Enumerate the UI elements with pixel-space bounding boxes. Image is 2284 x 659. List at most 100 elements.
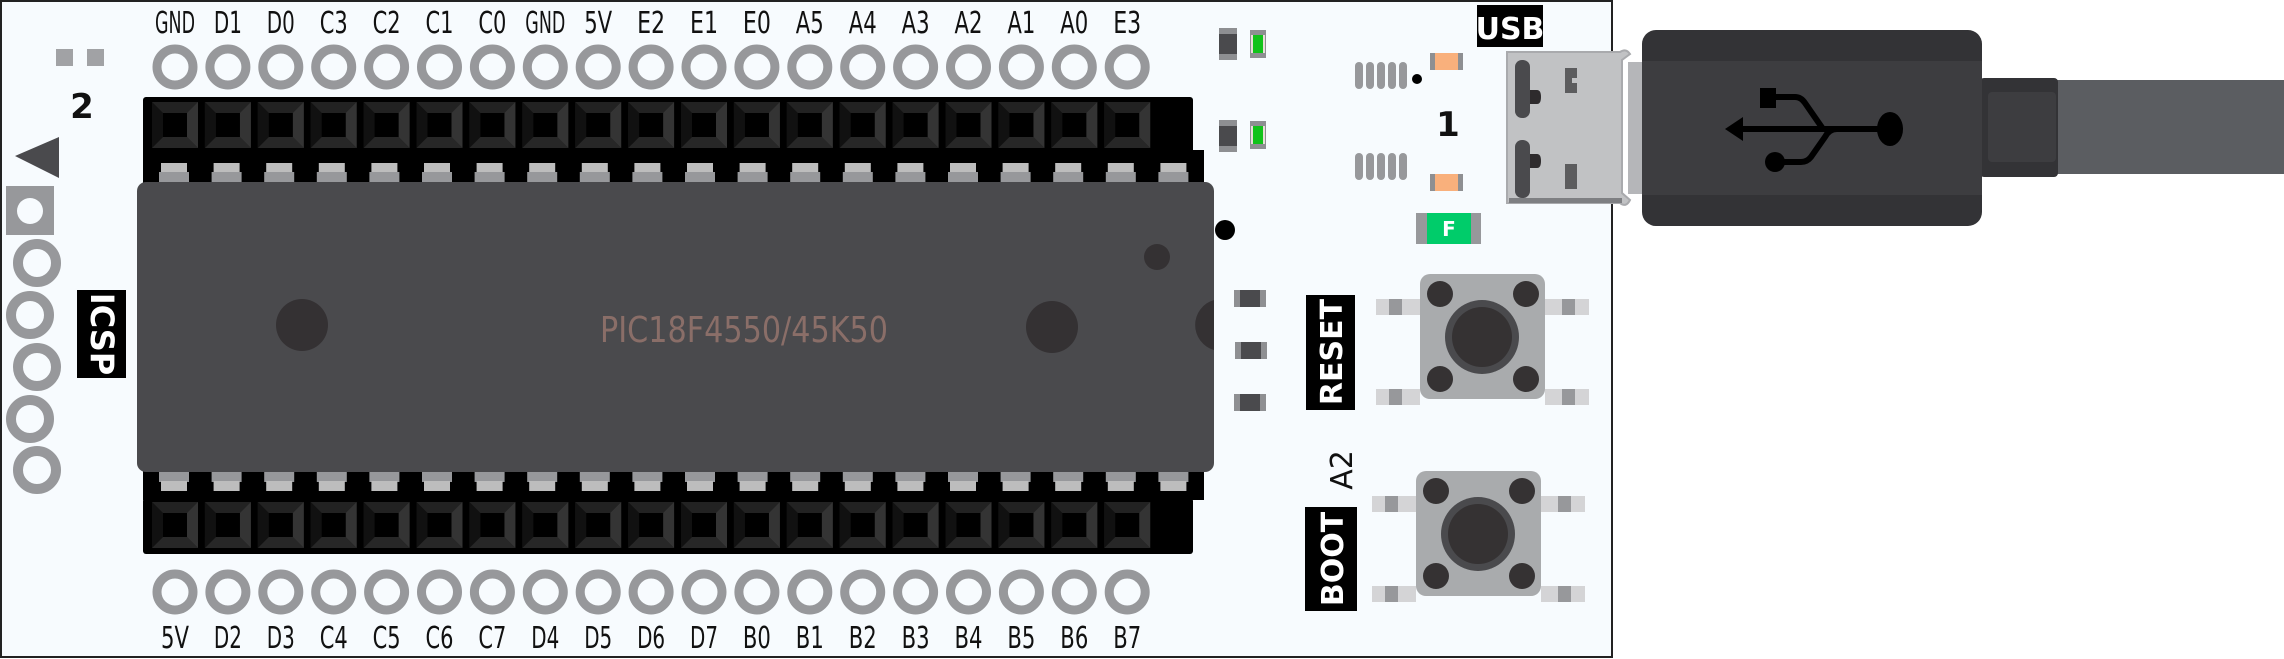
bottom-header-socket[interactable]: [575, 502, 622, 548]
top-header-socket[interactable]: [310, 102, 357, 148]
bottom-header-socket[interactable]: [469, 502, 516, 548]
bottom-pin-pad[interactable]: [258, 569, 304, 615]
top-pin-pad[interactable]: [681, 44, 727, 90]
bottom-pin-pad[interactable]: [734, 569, 780, 615]
bottom-pin-pad[interactable]: [1051, 569, 1097, 615]
bottom-header-socket[interactable]: [839, 502, 886, 548]
bottom-header-socket[interactable]: [892, 502, 939, 548]
top-header-socket[interactable]: [204, 102, 251, 148]
top-pin-pad[interactable]: [311, 44, 357, 90]
top-pin-pad[interactable]: [787, 44, 833, 90]
bottom-pin-label: D6: [637, 621, 665, 656]
top-header-socket[interactable]: [1104, 102, 1151, 148]
top-header-socket[interactable]: [522, 102, 569, 148]
bottom-pin-pad[interactable]: [575, 569, 621, 615]
top-header-socket[interactable]: [575, 102, 622, 148]
chip-leg-bottom: [842, 472, 873, 491]
boot-button[interactable]: [1372, 471, 1585, 602]
top-pin-pad[interactable]: [946, 44, 991, 90]
icsp-pin-pad[interactable]: [13, 239, 61, 287]
bottom-pin-pad[interactable]: [522, 569, 568, 615]
icsp-pin-pad[interactable]: [6, 186, 54, 235]
chip-leg-top: [842, 163, 873, 184]
icsp-header[interactable]: [6, 186, 61, 494]
bottom-header-socket[interactable]: [786, 502, 833, 548]
top-pin-pad[interactable]: [1104, 44, 1150, 90]
bottom-pin-pad[interactable]: [946, 569, 991, 615]
bottom-pin-pad[interactable]: [469, 569, 515, 615]
bottom-pin-pad[interactable]: [998, 569, 1044, 615]
top-header-socket[interactable]: [1051, 102, 1098, 148]
bottom-header-socket[interactable]: [998, 502, 1045, 548]
bottom-header-socket[interactable]: [1051, 502, 1098, 548]
top-header-socket[interactable]: [681, 102, 727, 148]
bottom-pin-pad[interactable]: [628, 569, 674, 615]
top-header-socket[interactable]: [363, 102, 410, 148]
icsp-pin-pad[interactable]: [13, 446, 61, 494]
bottom-header-socket[interactable]: [257, 502, 304, 548]
bottom-female-header[interactable]: [143, 498, 1193, 554]
top-header-socket[interactable]: [257, 102, 304, 148]
usb-plug[interactable]: [1628, 30, 1982, 226]
bottom-header-socket[interactable]: [310, 502, 357, 548]
top-pin-pad[interactable]: [998, 44, 1044, 90]
top-header-socket[interactable]: [839, 102, 886, 148]
icsp-pin-pad[interactable]: [13, 343, 61, 391]
bottom-header-socket[interactable]: [204, 502, 251, 548]
top-pin-label: A5: [796, 6, 824, 41]
top-pin-pad[interactable]: [258, 44, 304, 90]
top-header-socket[interactable]: [416, 102, 463, 148]
bottom-header-socket[interactable]: [945, 502, 992, 548]
top-pin-pad[interactable]: [152, 44, 198, 90]
bottom-header-socket[interactable]: [1104, 502, 1151, 548]
top-header-socket[interactable]: [945, 102, 992, 148]
bottom-header-socket[interactable]: [681, 502, 727, 548]
bottom-header-socket[interactable]: [152, 502, 198, 548]
bottom-pin-pad[interactable]: [893, 569, 939, 615]
bottom-header-socket[interactable]: [628, 502, 675, 548]
top-pin-pad[interactable]: [522, 44, 568, 90]
top-header-socket[interactable]: [786, 102, 833, 148]
top-header-socket[interactable]: [998, 102, 1045, 148]
chip-legs: [143, 150, 1204, 500]
top-pin-pad[interactable]: [840, 44, 886, 90]
bottom-pin-pad[interactable]: [417, 569, 462, 615]
bottom-pin-pad[interactable]: [787, 569, 833, 615]
top-pin-pad[interactable]: [575, 44, 621, 90]
top-header-socket[interactable]: [733, 102, 780, 148]
bottom-pin-pad[interactable]: [681, 569, 727, 615]
icsp-pin-pad[interactable]: [6, 395, 54, 443]
micro-usb-connector[interactable]: [1506, 49, 1632, 206]
bottom-header-socket[interactable]: [733, 502, 780, 548]
top-pin-pad[interactable]: [734, 44, 780, 90]
top-header-socket[interactable]: [152, 102, 198, 148]
top-header-socket[interactable]: [628, 102, 675, 148]
bottom-pin-pad[interactable]: [1104, 569, 1150, 615]
reset-button[interactable]: [1376, 274, 1589, 405]
top-pin-pad[interactable]: [628, 44, 674, 90]
top-header-socket[interactable]: [469, 102, 516, 148]
bottom-header-socket[interactable]: [363, 502, 410, 548]
bottom-pin-pad[interactable]: [205, 569, 251, 615]
mcu-chip[interactable]: PIC18F4550/45K50: [137, 182, 1214, 472]
top-pin-pad[interactable]: [469, 44, 515, 90]
top-pin-pad[interactable]: [364, 44, 410, 90]
top-pin-pad[interactable]: [1051, 44, 1097, 90]
bottom-pin-pad[interactable]: [152, 569, 198, 615]
bottom-pin-pad[interactable]: [840, 569, 886, 615]
icsp-pin-pad[interactable]: [6, 291, 54, 339]
top-pin-pad[interactable]: [893, 44, 939, 90]
bottom-pin-pad[interactable]: [311, 569, 357, 615]
chip-pin1-dot: [1144, 244, 1170, 270]
bottom-header-socket[interactable]: [416, 502, 463, 548]
bottom-pin-label: B1: [796, 621, 824, 656]
top-header-socket[interactable]: [892, 102, 939, 148]
usb-resistor-top: [1430, 53, 1463, 70]
bottom-pin-pad[interactable]: [364, 569, 410, 615]
top-pin-pad[interactable]: [417, 44, 462, 90]
bottom-header-socket[interactable]: [522, 502, 569, 548]
top-female-header[interactable]: [143, 97, 1193, 153]
top-pin-pad[interactable]: [205, 44, 251, 90]
orientation-dot: [1215, 220, 1235, 240]
